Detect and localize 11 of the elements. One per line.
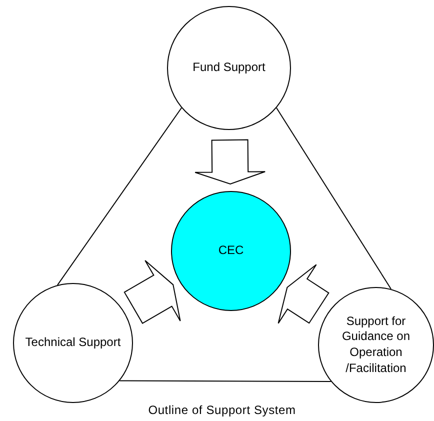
caption: Outline of Support System	[147, 403, 297, 417]
node-label: Technical Support	[25, 335, 121, 351]
block-arrow	[194, 139, 266, 185]
connector-line	[276, 107, 392, 290]
block-arrow	[124, 260, 181, 324]
connector-line	[56, 107, 182, 286]
node-label: Fund Support	[192, 60, 266, 76]
connector-line	[119, 380, 332, 382]
node-label: Support for Guidance on Operation /Facilitation	[340, 314, 412, 376]
node-label: CEC	[218, 243, 244, 259]
block-arrow	[278, 264, 330, 324]
